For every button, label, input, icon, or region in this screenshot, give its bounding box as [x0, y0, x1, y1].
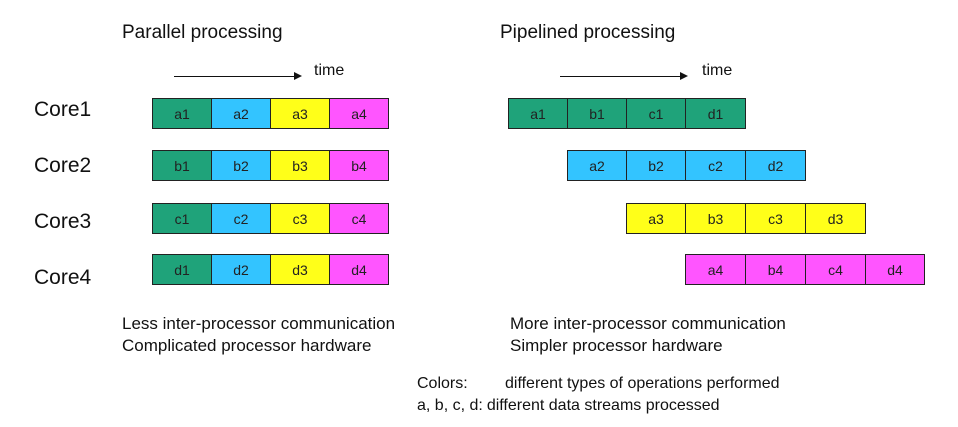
pipelined-cell: a4	[685, 254, 746, 285]
parallel-notes: Less inter-processor communication Compl…	[122, 313, 395, 357]
parallel-cell: c4	[329, 203, 389, 234]
pipelined-cell: d4	[865, 254, 925, 285]
pipelined-note-1: More inter-processor communication	[510, 314, 786, 333]
pipelined-time-label: time	[702, 62, 733, 79]
parallel-time-label: time	[314, 62, 345, 79]
pipelined-cell: d2	[745, 150, 806, 181]
parallel-cell: a1	[152, 98, 212, 129]
parallel-note-2: Complicated processor hardware	[122, 336, 372, 355]
parallel-cell: c3	[270, 203, 330, 234]
pipelined-cell: b4	[745, 254, 806, 285]
pipelined-cell: c1	[626, 98, 686, 129]
parallel-cell: d3	[270, 254, 330, 285]
parallel-cell: a4	[329, 98, 389, 129]
parallel-cell: c2	[211, 203, 271, 234]
parallel-cell: b2	[211, 150, 271, 181]
legend-key: a, b, c, d:	[417, 397, 483, 414]
parallel-cell: b3	[270, 150, 330, 181]
pipelined-cell: c3	[745, 203, 806, 234]
pipelined-title: Pipelined processing	[500, 22, 676, 43]
core-label-3: Core3	[34, 210, 92, 233]
legend: Colors: different types of operations per…	[417, 373, 780, 417]
pipelined-cell: d3	[805, 203, 866, 234]
legend-key: Colors:	[417, 375, 468, 392]
parallel-cell: d4	[329, 254, 389, 285]
pipelined-note-2: Simpler processor hardware	[510, 336, 723, 355]
pipelined-cell: c4	[805, 254, 866, 285]
parallel-time-arrow	[174, 72, 302, 80]
parallel-note-1: Less inter-processor communication	[122, 314, 396, 333]
parallel-cell: b1	[152, 150, 212, 181]
pipelined-cell: c2	[685, 150, 746, 181]
parallel-cell: a3	[270, 98, 330, 129]
legend-row-letters: a, b, c, d:different data streams proces…	[417, 395, 780, 417]
pipelined-notes: More inter-processor communication Simpl…	[510, 313, 786, 357]
legend-row-colors: Colors: different types of operations per…	[417, 373, 780, 395]
parallel-cell: d1	[152, 254, 212, 285]
pipelined-cell: b3	[685, 203, 746, 234]
legend-text: different data streams processed	[486, 397, 720, 414]
pipelined-cell: d1	[685, 98, 746, 129]
legend-text: different types of operations performed	[505, 375, 780, 392]
parallel-cell: b4	[329, 150, 389, 181]
pipelined-cell: a1	[508, 98, 568, 129]
core-label-2: Core2	[34, 154, 92, 177]
pipelined-cell: a2	[567, 150, 627, 181]
pipelined-time-arrow	[560, 72, 688, 80]
parallel-cell: c1	[152, 203, 212, 234]
core-label-1: Core1	[34, 98, 92, 121]
parallel-cell: d2	[211, 254, 271, 285]
parallel-title: Parallel processing	[122, 22, 283, 43]
core-label-4: Core4	[34, 266, 92, 289]
pipelined-cell: b2	[626, 150, 686, 181]
parallel-cell: a2	[211, 98, 271, 129]
pipelined-cell: a3	[626, 203, 686, 234]
pipelined-cell: b1	[567, 98, 627, 129]
